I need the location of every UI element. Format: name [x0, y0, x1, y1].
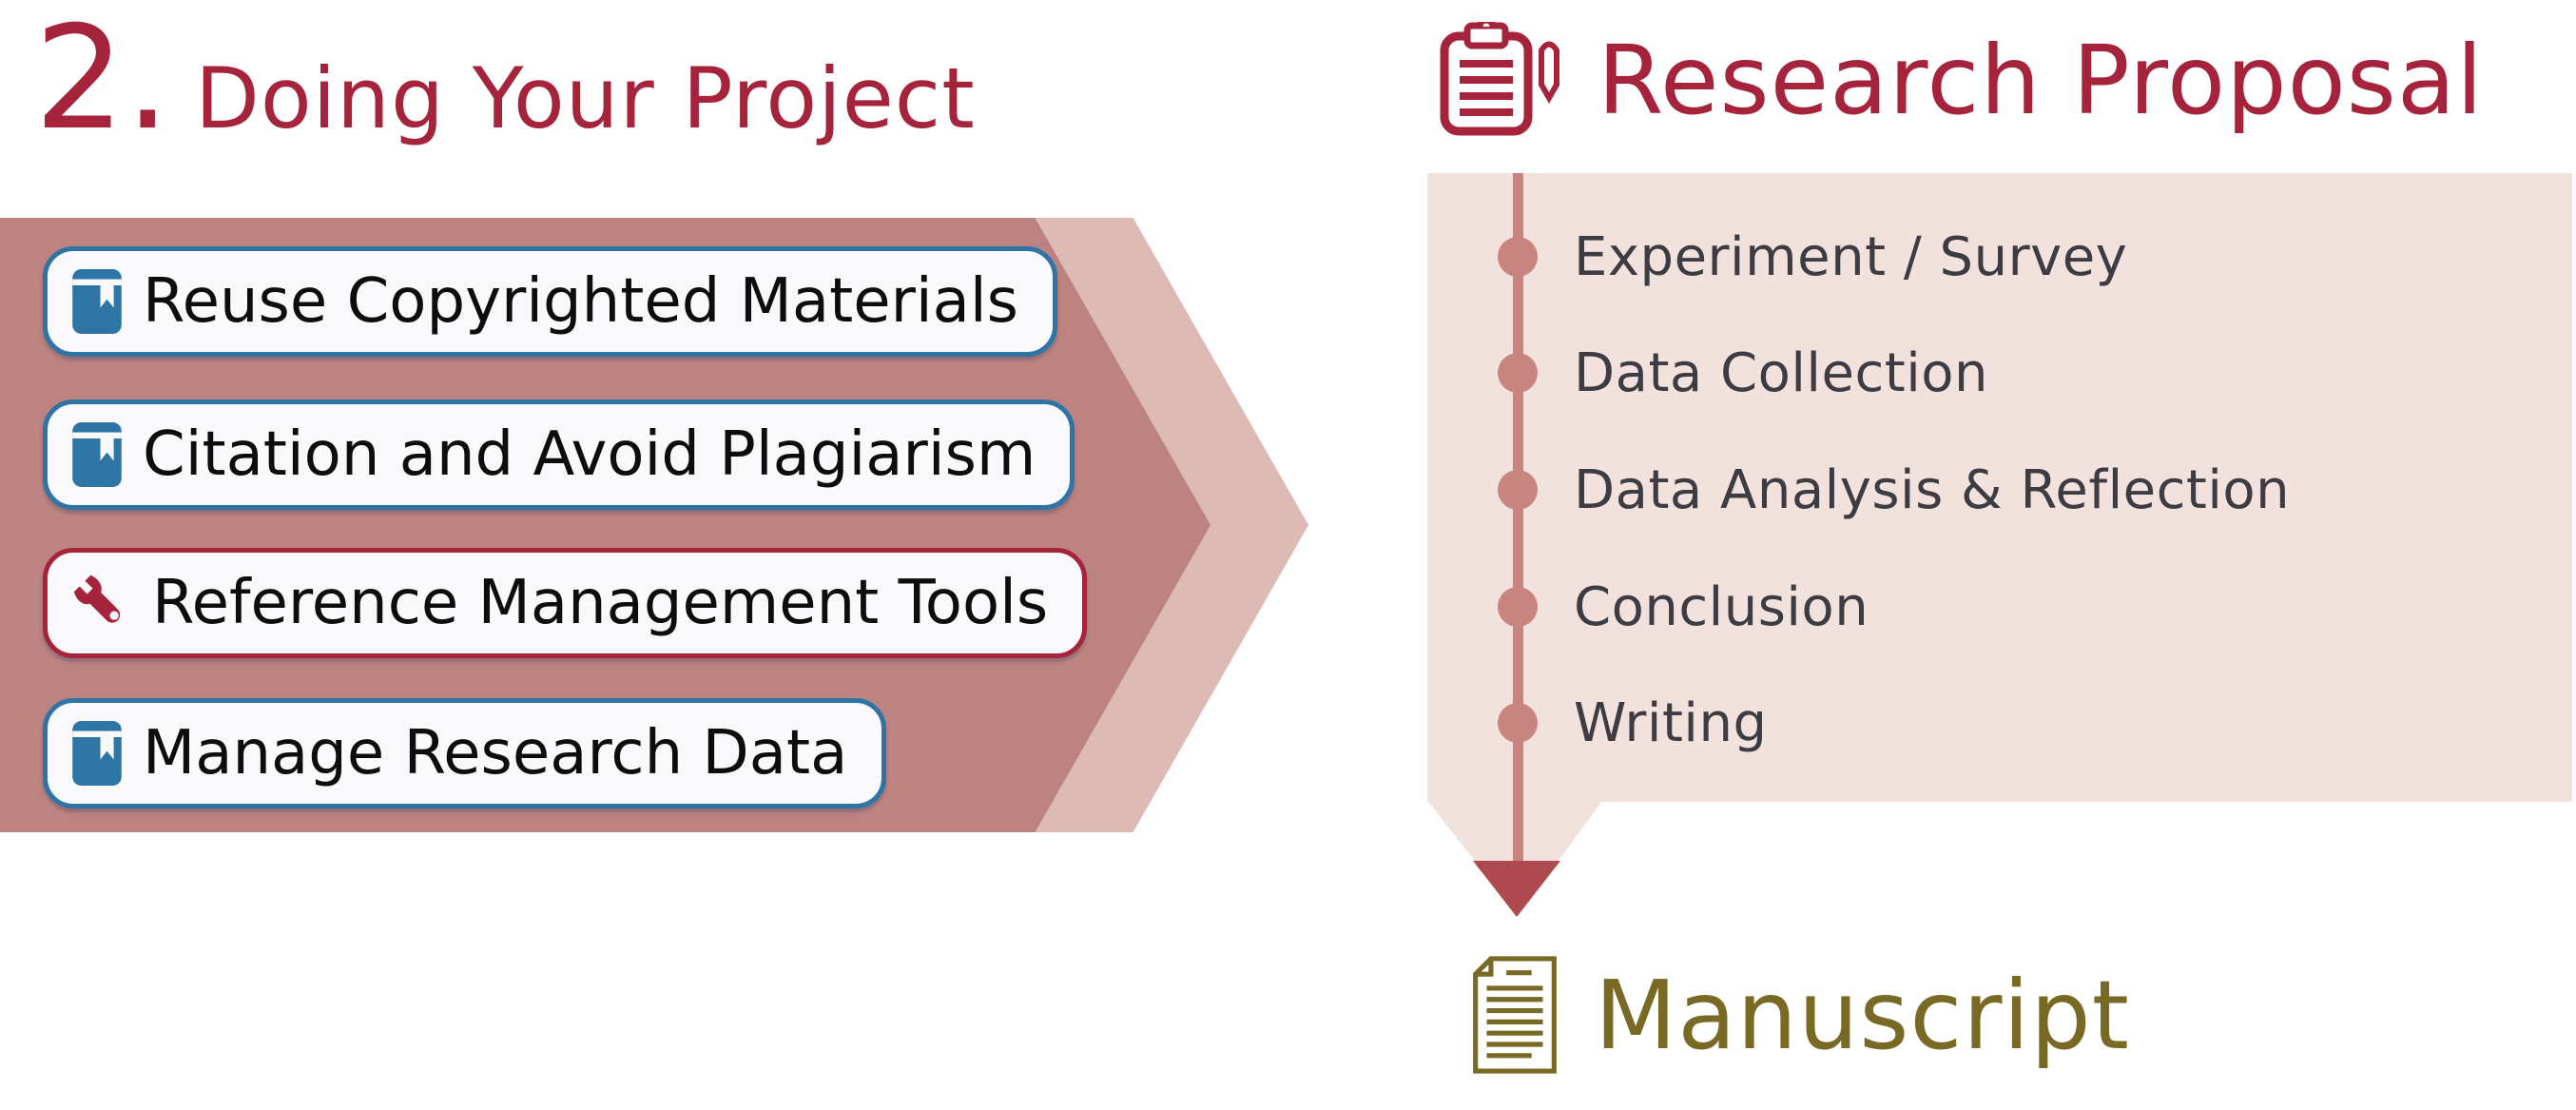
- timeline-item-label: Conclusion: [1574, 575, 1869, 638]
- topic-button-manage-research-data[interactable]: Manage Research Data: [43, 698, 887, 808]
- section-title-text: Doing Your Project: [195, 49, 976, 147]
- clipboard-pen-icon: [1440, 22, 1559, 136]
- book-icon: [72, 422, 122, 487]
- timeline-item-label: Writing: [1574, 691, 1768, 754]
- wrench-icon: [73, 574, 121, 623]
- timeline-item: Data Collection: [1574, 340, 1988, 406]
- topic-button-label: Reference Management Tools: [152, 568, 1049, 638]
- timeline-item-label: Experiment / Survey: [1574, 225, 2128, 288]
- timeline-item: Conclusion: [1574, 574, 1869, 640]
- document-icon: [1473, 956, 1557, 1074]
- topic-button-reference-management-tools[interactable]: Reference Management Tools: [43, 548, 1088, 658]
- timeline-line: [1513, 173, 1523, 877]
- research-proposal-title: Research Proposal: [1598, 24, 2484, 136]
- timeline-item: Experiment / Survey: [1574, 224, 2127, 290]
- section-number: 2.: [34, 0, 171, 162]
- timeline-item-label: Data Analysis & Reflection: [1574, 458, 2291, 521]
- topic-button-reuse-copyrighted-materials[interactable]: Reuse Copyrighted Materials: [43, 246, 1057, 357]
- timeline-bullet: [1498, 703, 1538, 743]
- timeline-bullet: [1498, 237, 1538, 277]
- research-proposal-header: Research Proposal: [1436, 0, 2484, 160]
- timeline-bullet: [1498, 353, 1538, 393]
- section-title: 2. Doing Your Project: [34, 8, 976, 150]
- topic-button-label: Citation and Avoid Plagiarism: [143, 419, 1036, 490]
- down-arrowhead-icon: [1473, 861, 1560, 917]
- topic-button-label: Manage Research Data: [143, 718, 848, 789]
- book-icon: [72, 721, 122, 786]
- timeline-item-label: Data Collection: [1574, 341, 1989, 404]
- timeline-bullet: [1498, 470, 1538, 510]
- book-icon: [72, 269, 122, 334]
- timeline-item: Writing: [1574, 690, 1768, 756]
- topic-button-citation-avoid-plagiarism[interactable]: Citation and Avoid Plagiarism: [43, 399, 1075, 510]
- timeline-item: Data Analysis & Reflection: [1574, 457, 2290, 523]
- topic-button-label: Reuse Copyrighted Materials: [143, 266, 1018, 337]
- manuscript-title: Manuscript: [1595, 959, 2130, 1071]
- timeline-bullet: [1498, 587, 1538, 627]
- manuscript-section: Manuscript: [1469, 944, 2130, 1086]
- research-proposal-panel: [1427, 173, 2572, 802]
